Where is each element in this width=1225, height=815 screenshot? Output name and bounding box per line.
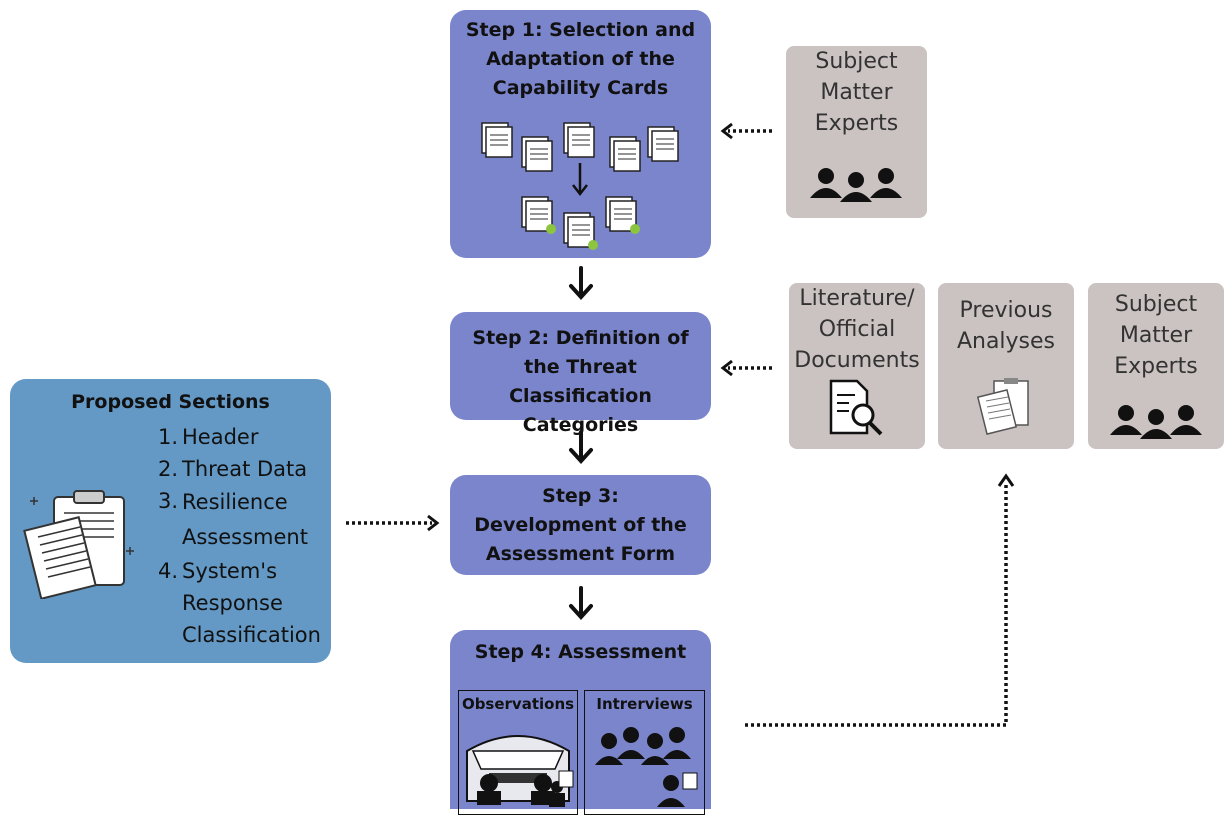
dotted-arrow-inputs-to-step2 bbox=[720, 359, 772, 377]
literature-label: Literature/ Official Documents bbox=[794, 286, 920, 373]
interviews-label: Intrerviews bbox=[596, 695, 693, 713]
people-icon-2 bbox=[1110, 405, 1202, 439]
documents-icon bbox=[481, 122, 679, 250]
step4-title: Step 4: Assessment bbox=[474, 641, 687, 663]
sme-label-1: Subject Matter Experts bbox=[814, 49, 899, 136]
interviews-panel: Intrerviews bbox=[584, 690, 705, 815]
section-item: 2.Threat Data bbox=[158, 457, 308, 481]
dotted-arrow-step4-to-previous bbox=[745, 473, 1015, 727]
step3-box: Step 3: Development of the Assessment Fo… bbox=[450, 475, 711, 575]
clipboard-large-icon bbox=[23, 490, 134, 599]
observations-label: Observations bbox=[461, 695, 575, 713]
proposed-sections-title: Proposed Sections bbox=[71, 391, 270, 413]
observations-panel: Observations bbox=[458, 690, 578, 815]
proposed-sections-box: Proposed Sections 1.Header 2.Threat Data… bbox=[10, 379, 331, 663]
sme-box-2: Subject Matter Experts bbox=[1088, 283, 1224, 449]
step1-title: Step 1: Selection and Adaptation of the … bbox=[465, 19, 696, 99]
group-icon bbox=[595, 727, 698, 807]
step4-box: Step 4: Assessment Observations Intrervi… bbox=[450, 630, 711, 815]
previous-box: Previous Analyses bbox=[938, 283, 1074, 449]
arrow-step1-step2 bbox=[569, 266, 593, 300]
literature-box: Literature/ Official Documents bbox=[789, 283, 925, 449]
step1-box: Step 1: Selection and Adaptation of the … bbox=[450, 10, 711, 258]
section-item: 4.System's Response Classification bbox=[158, 559, 321, 647]
section-item: 3.Resilience Assessment bbox=[158, 489, 308, 549]
dotted-arrow-sme-to-step1 bbox=[720, 122, 772, 140]
step2-box: Step 2: Definition of the Threat Classif… bbox=[450, 312, 711, 436]
people-icon bbox=[810, 168, 902, 202]
clipboard-icon bbox=[976, 378, 1029, 435]
dotted-arrow-sections-to-step3 bbox=[346, 514, 440, 532]
sme-label-2: Subject Matter Experts bbox=[1114, 292, 1198, 379]
step3-title: Step 3: Development of the Assessment Fo… bbox=[474, 485, 687, 565]
sme-box-1: Subject Matter Experts bbox=[786, 46, 927, 218]
previous-label: Previous Analyses bbox=[956, 298, 1056, 354]
arrow-step3-step4 bbox=[569, 586, 593, 620]
section-item: 1.Header bbox=[158, 425, 259, 449]
arrow-step2-step3 bbox=[569, 430, 593, 464]
step2-title: Step 2: Definition of the Threat Classif… bbox=[472, 327, 689, 436]
document-search-icon bbox=[829, 379, 883, 436]
proposed-sections-list: 1.Header 2.Threat Data 3.Resilience Asse… bbox=[158, 421, 321, 651]
cockpit-icon bbox=[466, 735, 574, 807]
